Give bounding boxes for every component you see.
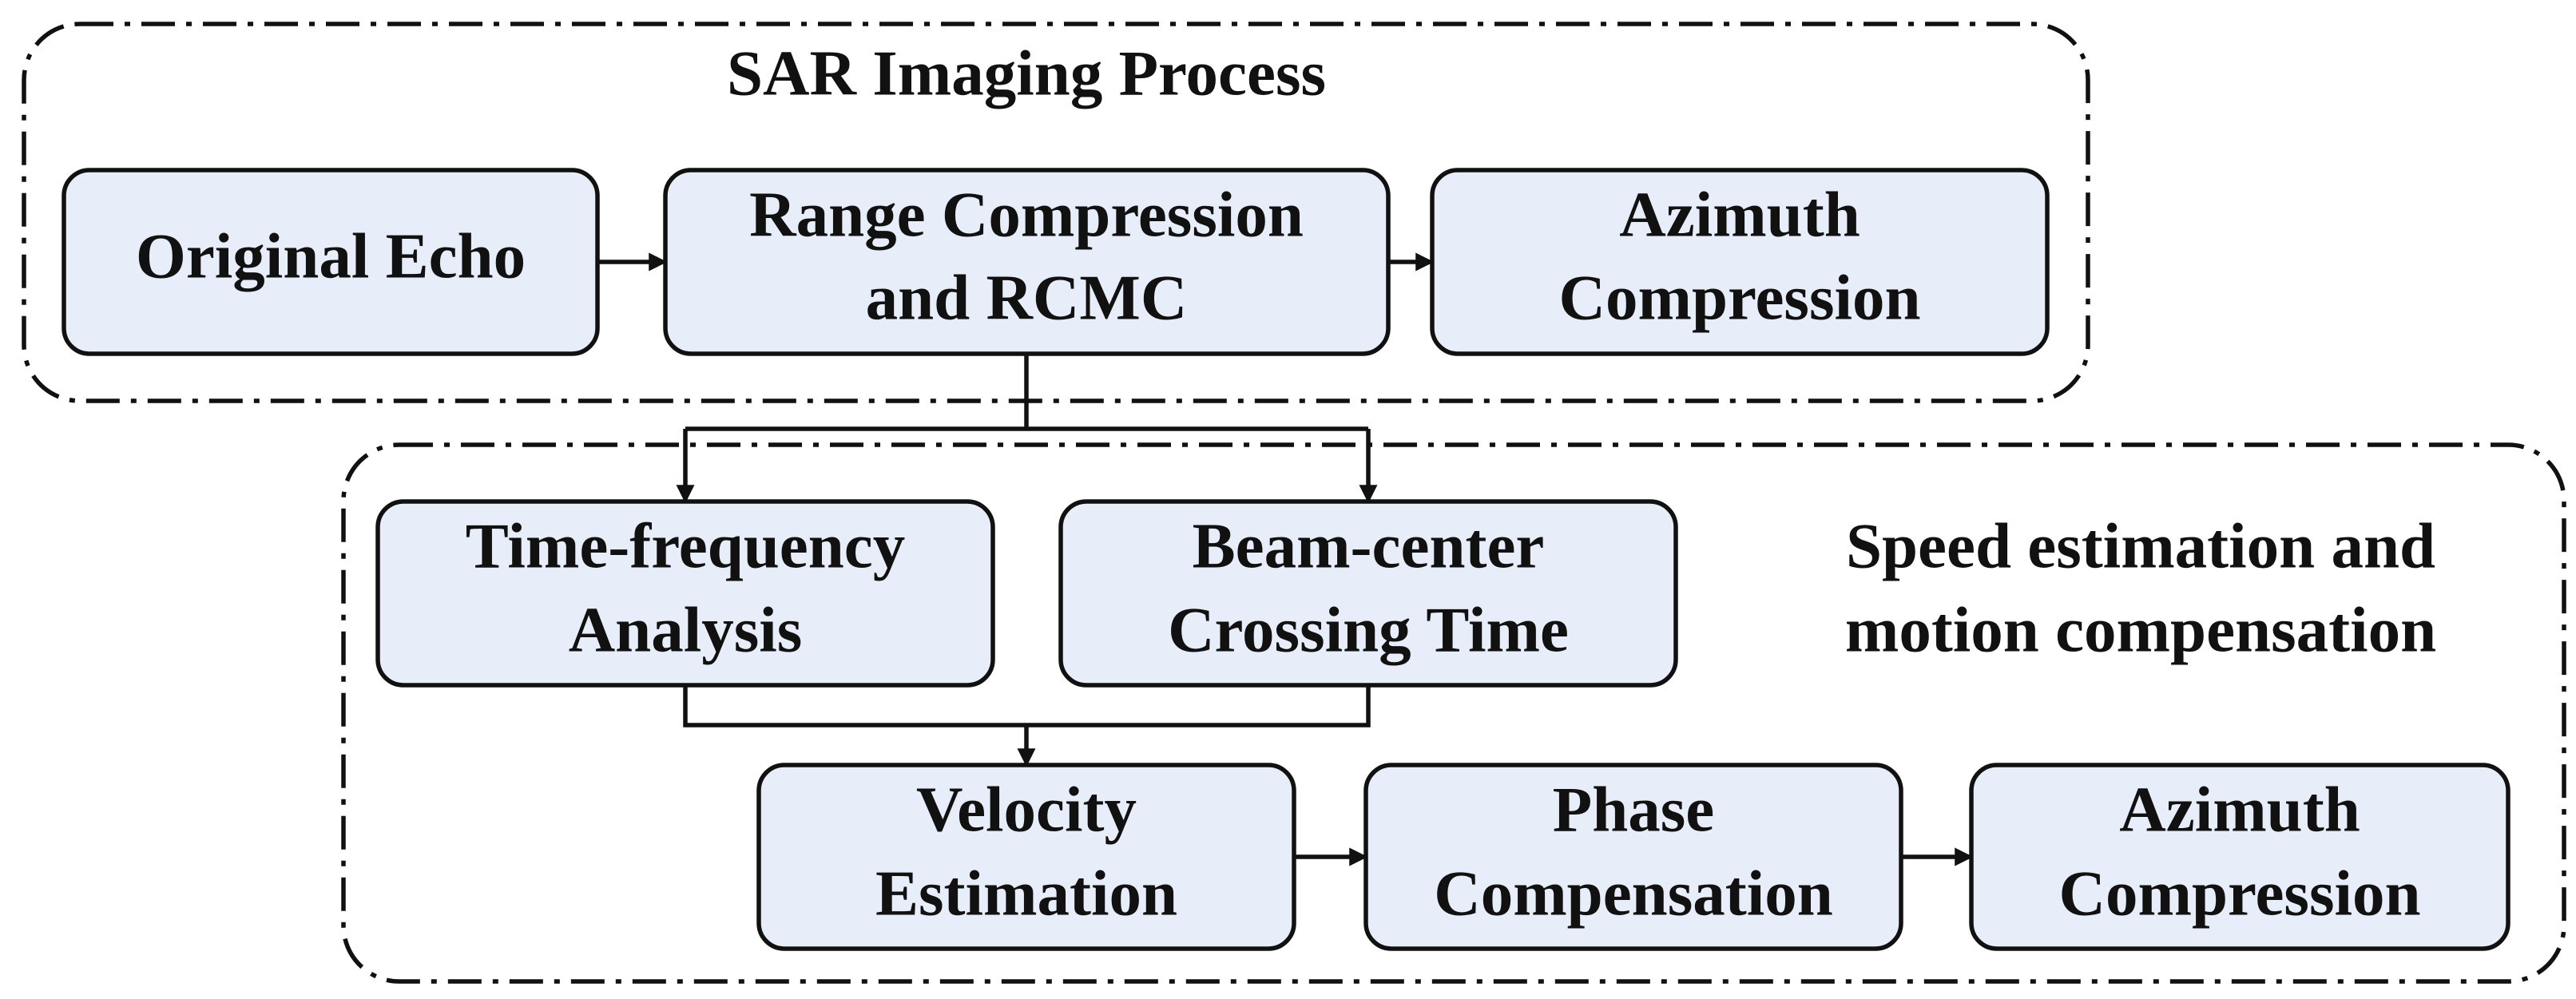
- azimuth-compression-2-label-line-1: Azimuth: [2119, 774, 2360, 846]
- speed-estimation-group: [341, 442, 2566, 984]
- velocity-estimation-label-line-2: Estimation: [875, 858, 1177, 930]
- beam-center-label-line-2: Crossing Time: [1168, 594, 1569, 666]
- merge-connector: [683, 685, 1371, 727]
- branch-connector: [685, 354, 1368, 431]
- original-echo-label: Original Echo: [136, 220, 526, 292]
- sar-imaging-process-title: SAR Imaging Process: [727, 38, 1326, 109]
- time-frequency-label-line-1: Time-frequency: [466, 510, 905, 582]
- beam-center-label-line-1: Beam-center: [1193, 510, 1545, 582]
- speed-estimation-title-line-2: motion compensation: [1845, 594, 2436, 666]
- azimuth-compression-1-label-line-2: Compression: [1558, 262, 1920, 334]
- phase-compensation-label-line-1: Phase: [1553, 774, 1715, 846]
- sar-imaging-process-group: [22, 22, 2090, 403]
- velocity-estimation-label-line-1: Velocity: [916, 774, 1137, 846]
- time-frequency-label-line-2: Analysis: [569, 594, 803, 666]
- range-compression-label-line-2: and RCMC: [866, 262, 1188, 334]
- range-compression-label-line-1: Range Compression: [749, 179, 1304, 251]
- speed-estimation-title-line-1: Speed estimation and: [1846, 510, 2435, 582]
- phase-compensation-label-line-2: Compensation: [1434, 858, 1833, 930]
- azimuth-compression-2-label-line-2: Compression: [2058, 858, 2420, 930]
- azimuth-compression-1-label-line-1: Azimuth: [1619, 179, 1860, 251]
